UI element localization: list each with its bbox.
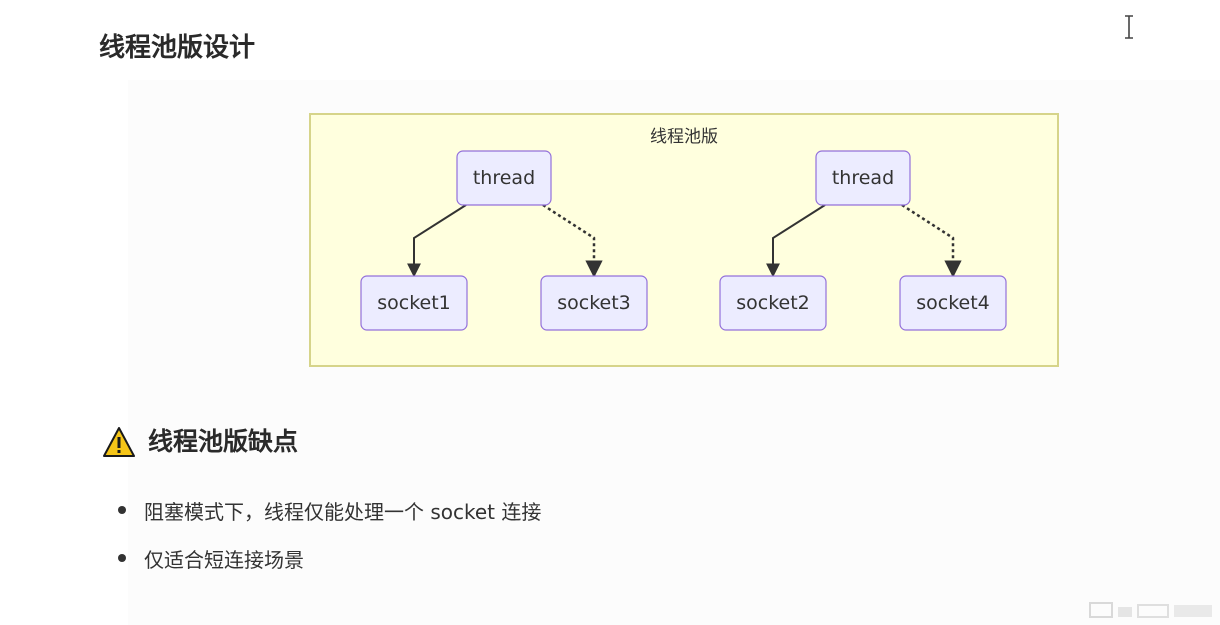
node-label: socket1 <box>377 292 451 314</box>
bullet-dot-icon <box>118 506 126 514</box>
section-heading: 线程池版缺点 <box>102 423 298 461</box>
list-item-text: 仅适合短连接场景 <box>144 547 304 572</box>
node-thread-a: thread <box>456 150 552 206</box>
node-thread-b: thread <box>815 150 911 206</box>
node-label: socket4 <box>916 292 990 314</box>
node-socket2: socket2 <box>719 275 827 331</box>
node-label: socket3 <box>557 292 631 314</box>
list-item: 阻塞模式下，线程仅能处理一个 socket 连接 <box>118 486 541 534</box>
node-label: socket2 <box>736 292 810 314</box>
page-heading: 线程池版设计 <box>99 33 256 63</box>
drawback-list: 阻塞模式下，线程仅能处理一个 socket 连接 仅适合短连接场景 <box>118 486 541 582</box>
node-label: thread <box>832 167 894 189</box>
edge-thread-socket1 <box>407 204 467 278</box>
node-socket3: socket3 <box>540 275 648 331</box>
list-item: 仅适合短连接场景 <box>118 534 541 582</box>
watermark-logo-icon <box>1089 602 1212 618</box>
section-title: 线程池版缺点 <box>148 427 299 456</box>
node-socket4: socket4 <box>899 275 1007 331</box>
node-socket1: socket1 <box>360 275 468 331</box>
cluster-label: 线程池版 <box>650 127 718 147</box>
edge-thread-socket4 <box>901 203 962 278</box>
list-item-text: 阻塞模式下，线程仅能处理一个 socket 连接 <box>144 499 542 524</box>
edge-thread-socket2 <box>766 204 826 278</box>
edge-thread-socket3 <box>542 203 603 278</box>
node-label: thread <box>473 167 535 189</box>
bullet-dot-icon <box>118 554 126 562</box>
text-cursor-icon <box>1125 15 1133 39</box>
warning-icon <box>103 427 135 457</box>
